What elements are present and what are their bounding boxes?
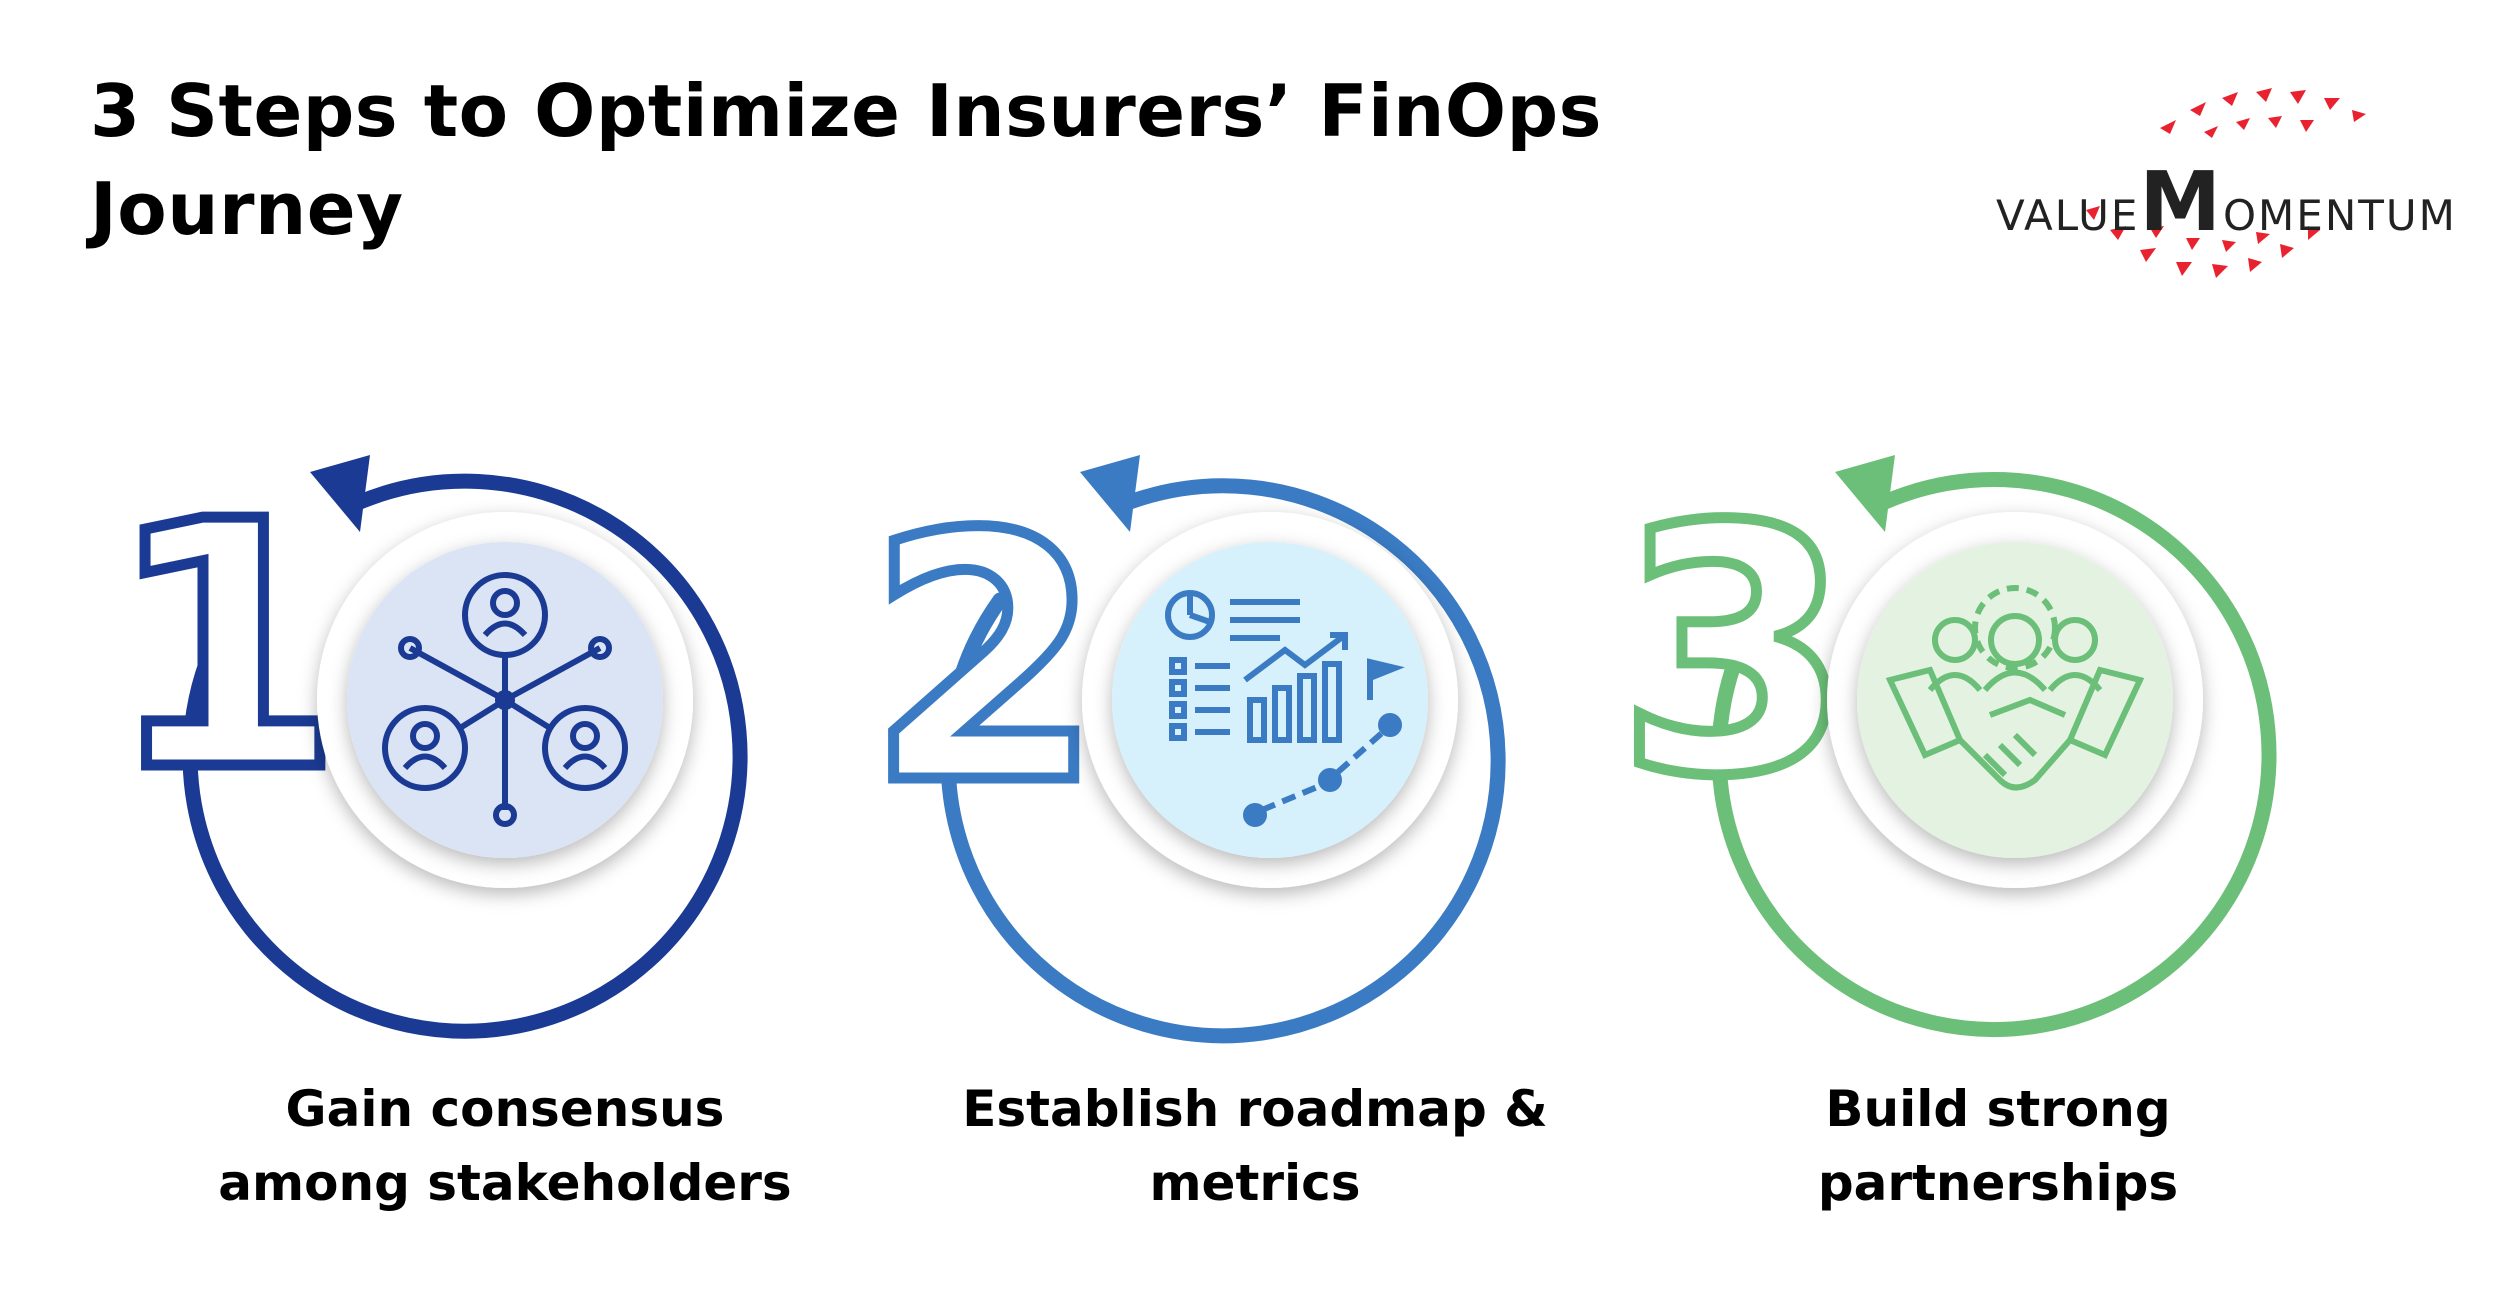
value-momentum-logo: VALUEMOMENTUM	[1990, 80, 2480, 300]
step-2: 2	[861, 455, 1506, 1044]
step-3-caption-line1: Build strong	[1825, 1080, 2171, 1138]
step-1-number: 1	[107, 450, 344, 846]
logo-suffix: OMENTUM	[2222, 191, 2457, 240]
step-1: 1	[101, 445, 748, 1039]
step-1-arrowhead-icon	[310, 455, 370, 532]
logo-prefix: VALUE	[1996, 191, 2140, 240]
step-2-arrowhead-icon	[1080, 455, 1140, 532]
logo-wordmark: VALUEMOMENTUM	[1996, 162, 2457, 244]
roadmap-metrics-icon	[1165, 590, 1405, 827]
step-3-icon-disc	[1857, 542, 2173, 858]
logo-big-letter: M	[2139, 155, 2223, 250]
stakeholder-network-icon	[382, 572, 628, 827]
step-2-icon-disc	[1112, 542, 1428, 858]
logo-swirl-icon	[2086, 88, 2366, 278]
step-1-caption-line2: among stakeholders	[218, 1154, 792, 1212]
partnership-handshake-icon	[1885, 585, 2145, 791]
step-2-caption-line2: metrics	[1149, 1154, 1361, 1212]
step-3-number: 3	[1617, 455, 1854, 851]
step-3-caption-line2: partnerships	[1817, 1154, 2179, 1212]
step-3-cycle-arc	[1711, 471, 2277, 1037]
page-title: 3 Steps to Optimize Insurers’ FinOps Jou…	[90, 69, 1603, 251]
step-1-caption-line1: Gain consensus	[285, 1080, 725, 1138]
step-1-caption: Gain consensus among stakeholders	[155, 1072, 855, 1220]
step-1-cycle-arc	[182, 473, 748, 1039]
step-2-cycle-arc	[940, 478, 1506, 1044]
step-3: 3	[1611, 450, 2277, 1037]
step-2-number: 2	[867, 463, 1104, 859]
step-3-caption: Build strong partnerships	[1648, 1072, 2348, 1220]
step-3-arrowhead-icon	[1835, 455, 1895, 532]
step-2-caption-line1: Establish roadmap &	[962, 1080, 1548, 1138]
step-2-caption: Establish roadmap & metrics	[905, 1072, 1605, 1220]
